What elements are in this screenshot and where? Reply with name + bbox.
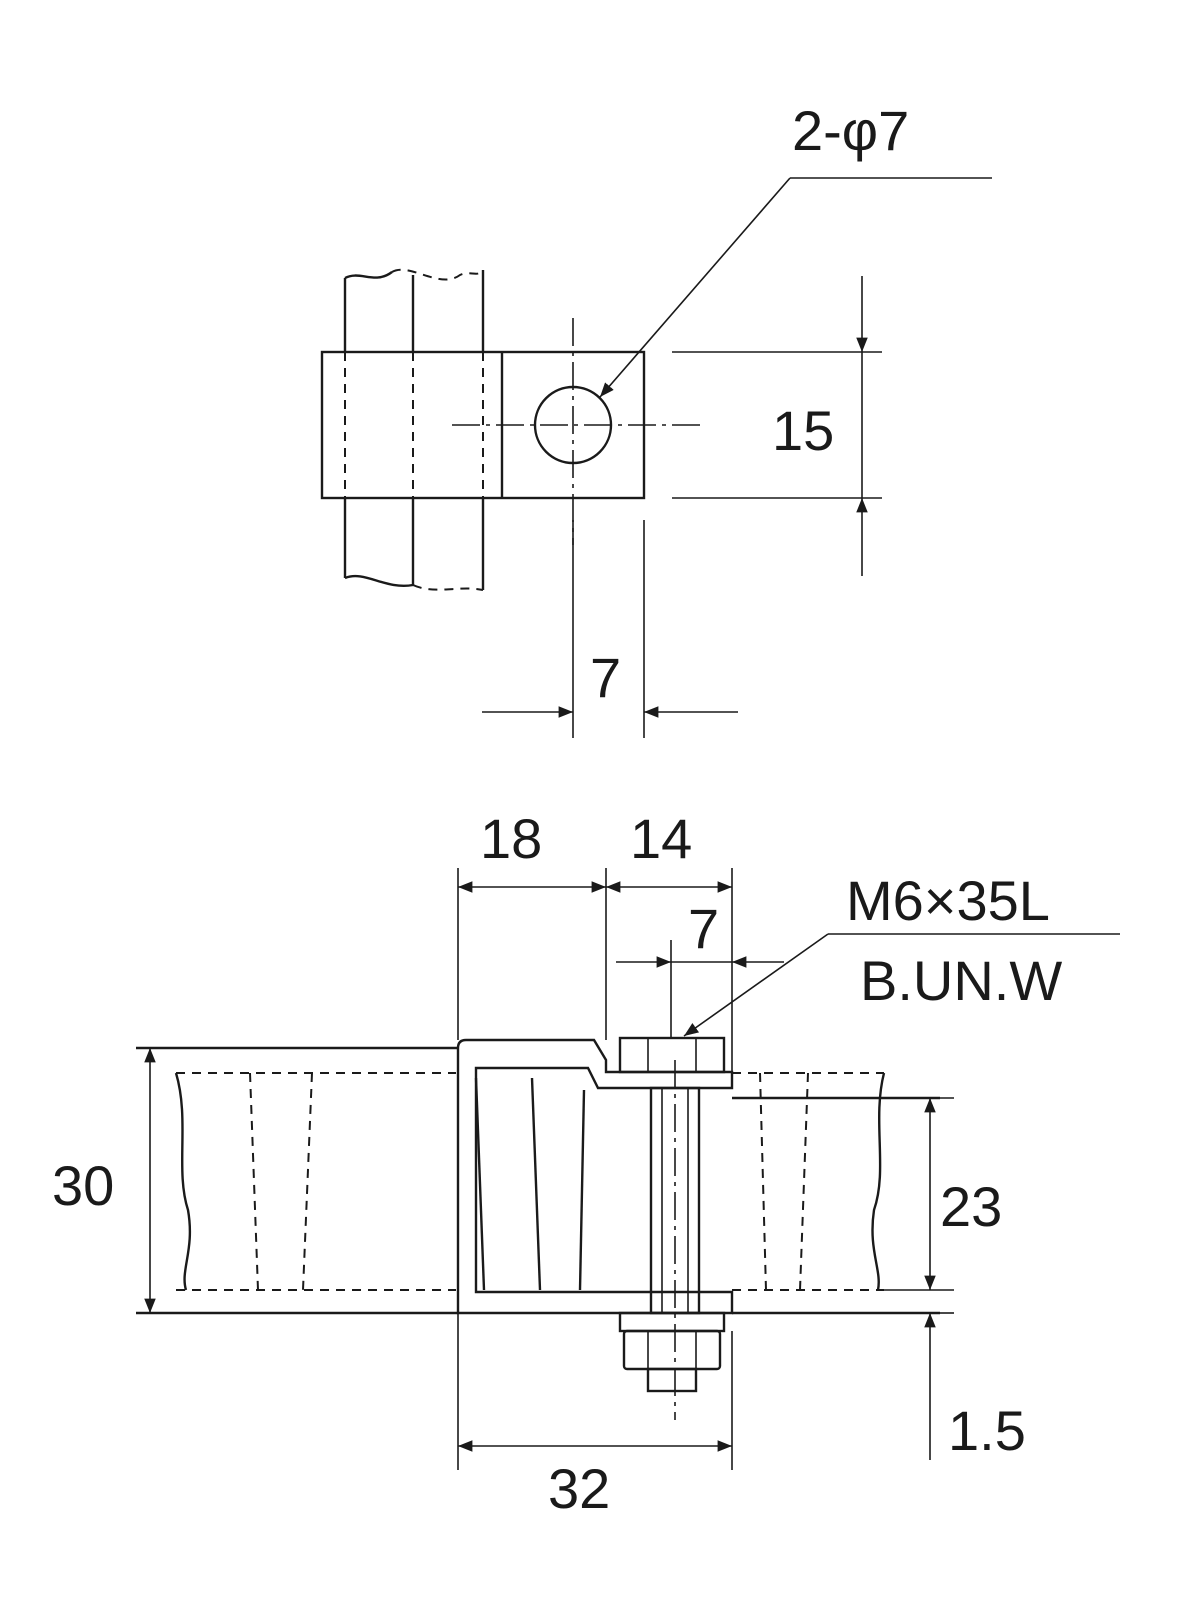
- dim-14-label: 14: [630, 807, 692, 870]
- top-view: 2-φ7 15 7: [320, 99, 992, 738]
- dim-18-14-lines: [457, 868, 733, 1072]
- dim-32-lines: [457, 1313, 733, 1470]
- dim-7-side-lines: [616, 940, 784, 1038]
- dim-15-lines: [672, 276, 882, 576]
- hole-callout-label: 2-φ7: [792, 99, 909, 162]
- dim-7-top-lines: [482, 520, 738, 738]
- bolt-assembly: [618, 1036, 726, 1420]
- bolt-callout-leader: [683, 933, 1120, 1037]
- dim-15-label: 15: [772, 399, 834, 462]
- clamp-section: [456, 1038, 734, 1315]
- dim-32-label: 32: [548, 1457, 610, 1520]
- bolt-spec-label: M6×35L: [846, 869, 1050, 932]
- dim-18-label: 18: [480, 807, 542, 870]
- dim-7-top-label: 7: [590, 646, 621, 709]
- post-outline: [343, 268, 485, 591]
- beam-section: [136, 1046, 940, 1315]
- dim-30-label: 30: [52, 1154, 114, 1217]
- dim-23-label: 23: [940, 1175, 1002, 1238]
- dim-7-side-label: 7: [688, 897, 719, 960]
- side-view: 18 14 7 M6×35L B.UN.W 30: [52, 807, 1120, 1520]
- bolt-parts-label: B.UN.W: [860, 949, 1062, 1012]
- hole-callout-leader: [599, 177, 992, 398]
- dim-1-5-label: 1.5: [948, 1399, 1026, 1462]
- dim-23-1-5-lines: [884, 1097, 954, 1460]
